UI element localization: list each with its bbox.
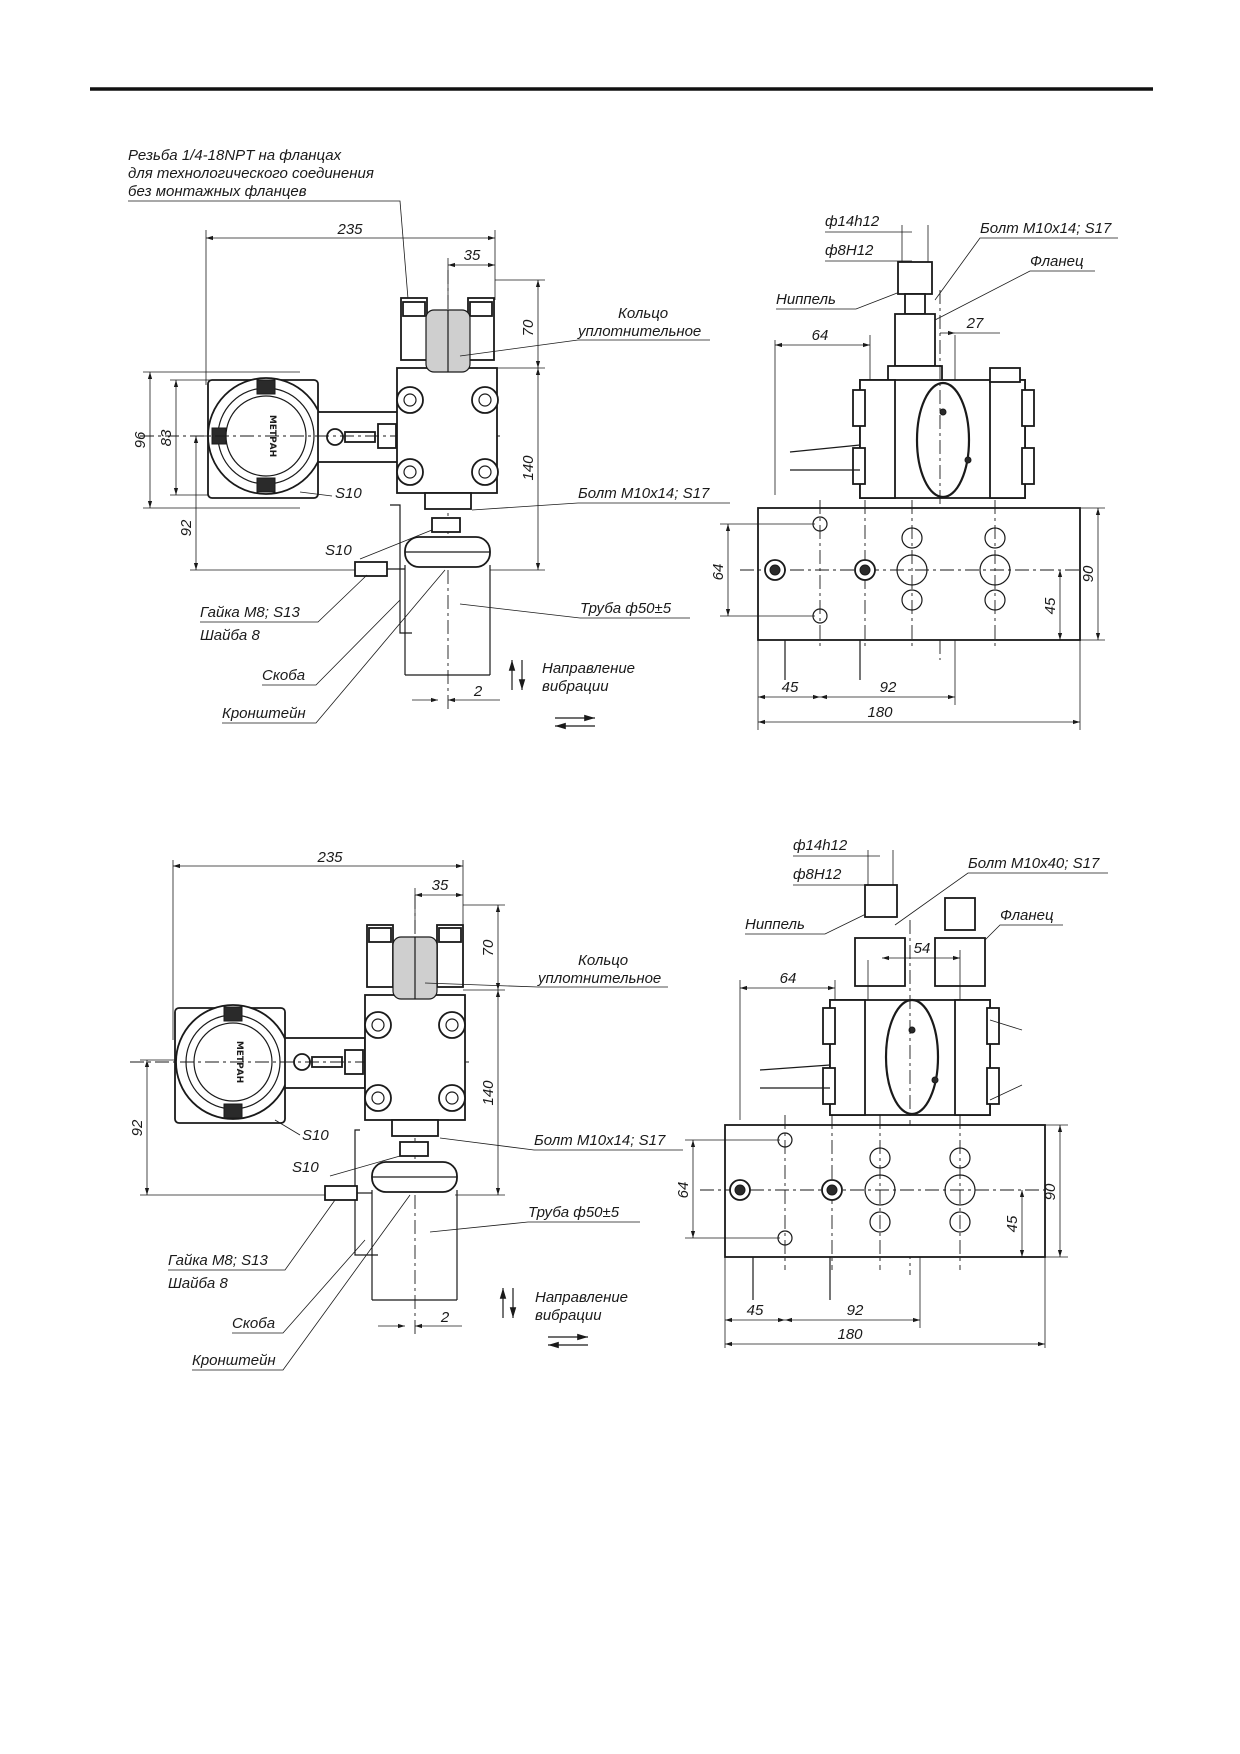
b-nut-label: Гайка М8; S13: [168, 1252, 268, 1269]
vibration-label-line2: вибрации: [542, 678, 609, 695]
front-dim-180: 180: [867, 704, 893, 721]
b-s10-label-a: S10: [302, 1127, 329, 1144]
nut-label: Гайка М8; S13: [200, 604, 300, 621]
b-dim-2: 2: [440, 1309, 450, 1326]
b-ring-label-line2: уплотнительное: [537, 970, 661, 987]
dim-35: 35: [464, 247, 481, 264]
clamp-label: Скоба: [262, 667, 305, 684]
b-vibration-label-line2: вибрации: [535, 1307, 602, 1324]
dim-140: 140: [520, 455, 537, 481]
washer-label: Шайба 8: [200, 627, 260, 644]
thread-note-line3: без монтажных фланцев: [128, 183, 307, 200]
b-clamp-label: Скоба: [232, 1315, 275, 1332]
b-dim-92: 92: [129, 1119, 146, 1136]
b-front-bolt: Болт М10х40; S17: [968, 855, 1100, 872]
b-dim-70: 70: [480, 939, 497, 956]
front-d8: ф8H12: [825, 242, 874, 259]
b-ring-label-line1: Кольцо: [578, 952, 628, 969]
bracket-label: Кронштейн: [222, 705, 306, 722]
thread-note-line1: Резьба 1/4-18NPT на фланцах: [128, 147, 342, 164]
b-front-dim-45: 45: [747, 1302, 764, 1319]
front-dim-64a: 64: [812, 327, 829, 344]
front-d14: ф14h12: [825, 213, 880, 230]
b-vibration-label-line1: Направление: [535, 1289, 628, 1306]
b-washer-label: Шайба 8: [168, 1275, 228, 1292]
ring-label-line2: уплотнительное: [577, 323, 701, 340]
b-front-dim-64a: 64: [780, 970, 797, 987]
dim-70: 70: [520, 319, 537, 336]
front-dim-92: 92: [880, 679, 897, 696]
b-front-dim-92: 92: [847, 1302, 864, 1319]
front-dim-64b: 64: [710, 564, 727, 581]
b-front-nipple: Ниппель: [745, 916, 805, 933]
s10-label-a: S10: [335, 485, 362, 502]
b-dim-235: 235: [316, 849, 343, 866]
front-dim-45: 45: [782, 679, 799, 696]
b-bolt-label: Болт М10х14; S17: [534, 1132, 666, 1149]
b-front-dim-90: 90: [1042, 1183, 1059, 1200]
b-pipe-label: Труба ф50±5: [528, 1204, 620, 1221]
b-front-dim-64b: 64: [675, 1182, 692, 1199]
dim-2: 2: [473, 683, 483, 700]
top-side-view: Резьба 1/4-18NPT на фланцах для технолог…: [128, 147, 730, 730]
dim-83: 83: [158, 429, 175, 446]
ring-label-line1: Кольцо: [618, 305, 668, 322]
bottom-side-view: 235 35 70 140 92 МЕТРАН S10: [129, 849, 683, 1371]
dim-92: 92: [178, 519, 195, 536]
thread-note-line2: для технологического соединения: [128, 165, 374, 182]
b-bracket-label: Кронштейн: [192, 1352, 276, 1369]
b-front-flange: Фланец: [1000, 907, 1054, 924]
front-dim-27: 27: [966, 315, 984, 332]
pipe-label: Труба ф50±5: [580, 600, 672, 617]
dim-235: 235: [336, 221, 363, 238]
vibration-label-line1: Направление: [542, 660, 635, 677]
b-s10-label-b: S10: [292, 1159, 319, 1176]
b-front-d14: ф14h12: [793, 837, 848, 854]
s10-label-b: S10: [325, 542, 352, 559]
b-front-dim-180: 180: [837, 1326, 863, 1343]
front-flange: Фланец: [1030, 253, 1084, 270]
front-nipple: Ниппель: [776, 291, 836, 308]
b-front-dim-54: 54: [914, 940, 931, 957]
b-dim-140: 140: [480, 1080, 497, 1106]
front-bolt: Болт М10х14; S17: [980, 220, 1112, 237]
front-dim-90: 90: [1080, 565, 1097, 582]
front-dim-45v: 45: [1042, 597, 1059, 614]
bolt-label: Болт М10х14; S17: [578, 485, 710, 502]
b-dim-35: 35: [432, 877, 449, 894]
bottom-front-view: ф14h12 ф8H12 Болт М10х40; S17 Фланец Нип…: [675, 837, 1108, 1348]
dim-96: 96: [132, 431, 149, 448]
b-front-dim-45v: 45: [1004, 1215, 1021, 1232]
b-front-d8: ф8H12: [793, 866, 842, 883]
top-front-view: ф14h12 ф8H12 Болт М10х14; S17 Фланец Нип…: [710, 213, 1118, 730]
